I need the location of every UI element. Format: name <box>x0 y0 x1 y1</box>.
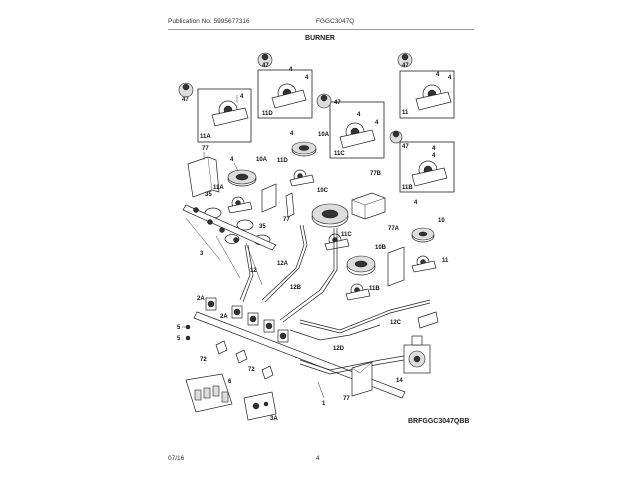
callout-4: 4 <box>414 200 418 206</box>
callout-11: 11 <box>402 110 409 116</box>
callout-4: 4 <box>290 131 294 137</box>
callout-4: 4 <box>289 67 293 73</box>
callout-4: 4 <box>432 153 436 159</box>
callout-1: 1 <box>322 401 326 407</box>
spark-module-3a: 3A <box>243 391 278 422</box>
burner-10a-center: 4 10A 11D <box>277 131 330 187</box>
gas-tubes-lower: 12C 12D <box>289 299 431 352</box>
header-rule <box>168 29 474 30</box>
callout-10: 10 <box>438 218 445 224</box>
burner-10b: 10B <box>346 245 387 276</box>
callout-12b: 12B <box>290 285 302 291</box>
callout-4: 4 <box>448 75 452 81</box>
callout-11d: 11D <box>262 111 273 117</box>
callout-10c: 10C <box>317 188 329 194</box>
pressure-regulator-14: 14 <box>396 335 431 384</box>
bracket-77-lower: 77 <box>343 361 373 402</box>
callout-47: 47 <box>182 97 189 103</box>
inset-box-11b: 47 4 4 11B <box>389 130 455 193</box>
callout-3a: 3A <box>270 416 278 422</box>
callout-2a: 2A <box>220 314 228 320</box>
bracket-77: 77 <box>187 146 220 198</box>
valve-11c: 11C <box>324 232 352 251</box>
callout-77: 77 <box>202 146 209 152</box>
callout-12a: 12A <box>277 261 289 267</box>
bracket-77b: 77B <box>351 171 386 220</box>
callout-47: 47 <box>334 100 341 106</box>
callout-10b: 10B <box>375 245 387 251</box>
publication-number: Publication No: 5995677316 <box>168 18 250 25</box>
callout-12d: 12D <box>333 346 345 352</box>
callout-12: 12 <box>250 268 257 274</box>
callout-4: 4 <box>230 157 234 163</box>
model-number: FGGC3047Q <box>316 18 355 25</box>
callout-5: 5 <box>177 336 181 342</box>
callout-5: 5 <box>177 325 181 331</box>
callout-4: 4 <box>432 146 436 152</box>
bracket-77a: 77A 4 <box>387 200 418 287</box>
callout-11d: 11D <box>277 158 288 164</box>
page-number: 4 <box>316 455 320 462</box>
callout-35: 35 <box>259 224 266 230</box>
callout-11a: 11A <box>200 134 211 140</box>
callout-47: 47 <box>402 144 409 150</box>
callout-11c: 11C <box>341 232 352 238</box>
bracket-left <box>261 183 277 213</box>
inset-box-11c: 47 4 4 11C <box>316 93 385 159</box>
manifold-end-fitting <box>417 311 439 329</box>
callout-14: 14 <box>396 378 403 384</box>
gas-tubes: 12 12A 12B <box>239 224 338 323</box>
burner-10a-left: 4 10A <box>227 157 268 187</box>
callout-11c: 11C <box>334 151 345 157</box>
burner-10: 10 11 <box>411 218 449 273</box>
bracket-77-center: 77 <box>283 192 295 223</box>
callout-72: 72 <box>200 357 207 363</box>
footer-date: 07/16 <box>168 455 185 462</box>
callout-4: 4 <box>436 72 440 78</box>
screws-and-clips: 5 5 72 72 <box>177 324 274 380</box>
callout-2a: 2A <box>197 296 205 302</box>
callout-77b: 77B <box>370 171 382 177</box>
inset-box-11d: 47 4 4 11D <box>257 52 313 119</box>
switch-assembly-6: 6 <box>185 373 233 413</box>
callout-11: 11 <box>442 258 449 264</box>
callout-47: 47 <box>402 63 409 69</box>
inset-box-11: 47 4 4 11 <box>397 52 455 119</box>
callout-77: 77 <box>343 396 350 402</box>
callout-47: 47 <box>262 63 269 69</box>
callout-4: 4 <box>357 112 361 118</box>
burner-10c: 10C <box>311 188 349 228</box>
callout-11a: 11A <box>213 185 224 191</box>
callout-12c: 12C <box>390 320 402 326</box>
callout-3: 3 <box>200 251 204 257</box>
callout-11b: 11B <box>402 185 413 191</box>
callout-35: 35 <box>205 192 212 198</box>
callout-4: 4 <box>305 75 309 81</box>
valve-11b: 11B <box>345 283 380 301</box>
callout-72: 72 <box>248 367 255 373</box>
callout-11b: 11B <box>369 286 380 292</box>
callout-10a: 10A <box>256 157 268 163</box>
callout-10a: 10A <box>318 132 330 138</box>
page-title: BURNER <box>305 35 335 42</box>
callout-4: 4 <box>375 120 379 126</box>
valve-11a: 11A <box>213 185 253 214</box>
inset-box-11a: 47 4 11A <box>178 82 252 143</box>
callout-77: 77 <box>283 217 290 223</box>
callout-6: 6 <box>228 379 232 385</box>
callout-4: 4 <box>240 94 244 100</box>
diagram-code: BRFGGC3047QBB <box>408 418 470 425</box>
callout-77a: 77A <box>388 226 400 232</box>
